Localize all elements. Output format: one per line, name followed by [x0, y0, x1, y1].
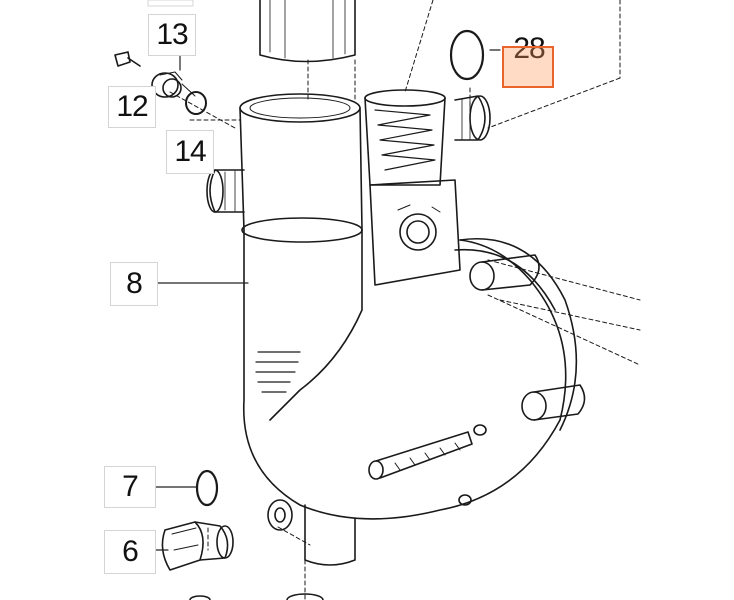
long-bolt: [368, 431, 473, 480]
leader-lines: [155, 49, 501, 551]
outlet-fitting: [454, 95, 491, 141]
drain-plug-part-6: [161, 521, 234, 571]
callout-part-12: 12: [108, 86, 156, 128]
highlight-part-28[interactable]: [502, 46, 554, 88]
o-ring-part-7: [195, 469, 219, 507]
washer: [267, 499, 293, 531]
callout-part-6: 6: [104, 530, 156, 574]
o-ring-part-14: [185, 91, 207, 115]
pump-body-part-8: [206, 93, 567, 566]
o-ring-part-28: [449, 29, 485, 81]
callout-part-7: 7: [104, 466, 156, 508]
bottom-pipe: [189, 593, 324, 600]
callout-part-8: 8: [110, 262, 158, 306]
upper-tube: [147, 0, 356, 63]
mount-block: [364, 89, 461, 286]
nut-part-13: [151, 71, 196, 98]
callout-part-14: 14: [166, 130, 214, 174]
callout-part-13: 13: [148, 14, 196, 56]
screw-part-12: [114, 51, 141, 67]
callout-part-28: 28: [513, 32, 545, 65]
impeller-housing: [454, 238, 586, 506]
